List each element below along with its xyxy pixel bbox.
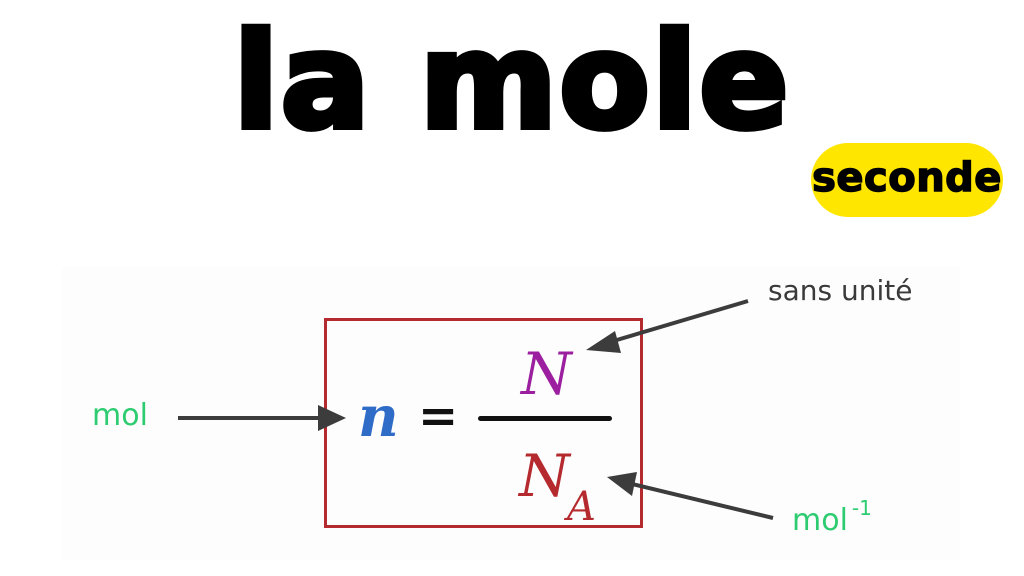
formula-denominator-N: N	[519, 442, 570, 510]
denominator-unit-label: mol-1	[792, 496, 872, 538]
denominator-unit-exponent: -1	[851, 496, 872, 520]
level-badge-label: seconde	[811, 154, 1002, 202]
formula-n-symbol: n	[358, 384, 399, 450]
numerator-unit-label: sans unité	[768, 274, 913, 307]
formula-equals-sign: =	[418, 388, 459, 444]
fraction-bar	[478, 416, 612, 421]
formula-denominator-subscript-A: A	[567, 484, 596, 530]
arrow-mol-to-n	[178, 405, 346, 431]
page-title: la mole	[230, 2, 791, 162]
arrow-sans-unite-to-N	[586, 299, 749, 353]
arrow-mol-inv-to-NA	[607, 472, 774, 520]
n-unit-label: mol	[92, 398, 148, 433]
denominator-unit-base: mol	[792, 503, 848, 538]
level-badge: seconde	[811, 143, 1003, 217]
diagram-panel	[62, 267, 960, 560]
formula-numerator-N: N	[521, 340, 572, 408]
